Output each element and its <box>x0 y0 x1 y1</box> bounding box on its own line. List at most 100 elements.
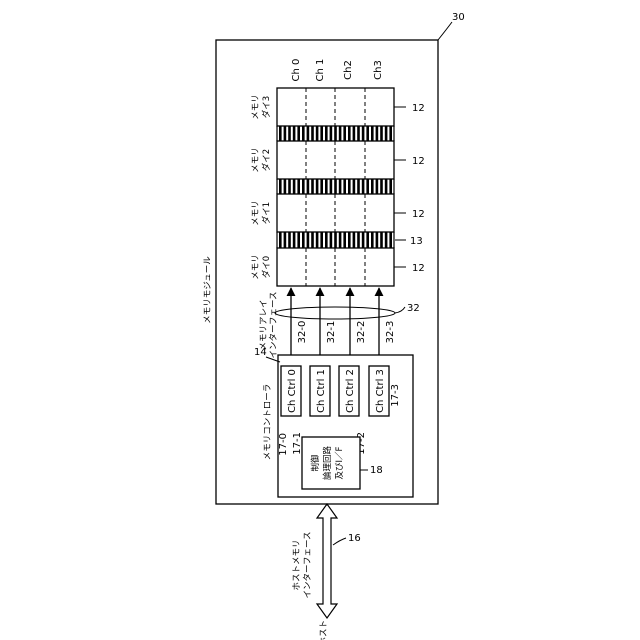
memory-die-label-line2: ダイ3 <box>261 96 272 118</box>
connector-pin <box>293 179 296 194</box>
memory-die-label-line1: メモリ <box>251 200 261 226</box>
module-ref-leader <box>438 22 452 40</box>
connector-pin <box>376 179 379 194</box>
connector-pin <box>389 179 392 194</box>
memory-die-ref: 12 <box>412 209 425 220</box>
connector-pin <box>311 126 314 141</box>
connector-pin <box>297 126 300 141</box>
channel-controller-ref: 17-3 <box>390 384 401 407</box>
connector-pin <box>389 232 392 248</box>
memory-controller-ref: 14 <box>254 347 267 358</box>
connector-pin <box>325 179 328 194</box>
connector-pin <box>339 126 342 141</box>
array-interface-label-line2: インターフェース <box>269 291 279 358</box>
connector-pin <box>307 179 310 194</box>
connector-pin <box>293 232 296 248</box>
connector-pin <box>307 232 310 248</box>
channel-controller-label: Ch Ctrl 3 <box>375 369 386 413</box>
connector-pin <box>297 232 300 248</box>
connector-pin <box>385 179 388 194</box>
connector-pin <box>330 232 333 248</box>
connector-pin <box>385 126 388 141</box>
memory-die-label-line2: ダイ1 <box>261 202 272 224</box>
control-logic-label-line1: 制御 <box>310 454 321 471</box>
connector-pin <box>362 179 365 194</box>
connector-pin <box>311 179 314 194</box>
memory-die-label-line2: ダイ2 <box>261 149 272 171</box>
channel-controller-label: Ch Ctrl 0 <box>287 369 298 413</box>
channel-controller-label: Ch Ctrl 2 <box>345 369 356 413</box>
connector-pin <box>288 232 291 248</box>
connector-pin <box>339 232 342 248</box>
connector-pin <box>288 126 291 141</box>
connector-pin <box>371 232 374 248</box>
channel-controller-label: Ch Ctrl 1 <box>316 369 327 413</box>
connector-pin <box>362 126 365 141</box>
connector-pin <box>320 126 323 141</box>
channel-header-0: Ch 0 <box>291 59 302 82</box>
connector-pin <box>380 179 383 194</box>
host-interface-label-line1: ホストメモリ <box>292 539 302 590</box>
connector-pin <box>376 126 379 141</box>
connector-pin <box>366 232 369 248</box>
connector-pin <box>325 232 328 248</box>
connector-pin <box>348 179 351 194</box>
memory-die-box <box>277 88 394 126</box>
connector-pin <box>307 126 310 141</box>
channel-controller-ref: 17-0 <box>278 433 289 456</box>
connector-layer <box>277 232 394 248</box>
memory-module-label: メモリモジュール <box>203 256 213 324</box>
connector-layer <box>277 126 394 141</box>
memory-die-box <box>277 194 394 232</box>
host-interface-arrow <box>317 504 337 618</box>
connector-pin <box>348 126 351 141</box>
connector-layer <box>277 179 394 194</box>
connector-pin <box>339 179 342 194</box>
memory-die-ref: 12 <box>412 103 425 114</box>
channel-header-1: Ch 1 <box>315 59 326 82</box>
connector-pin <box>284 126 287 141</box>
memory-die-label-line1: メモリ <box>251 254 261 280</box>
connector-pin <box>316 126 319 141</box>
connector-pin <box>297 179 300 194</box>
connector-pin <box>380 126 383 141</box>
connector-pin <box>330 126 333 141</box>
host-interface-ref: 16 <box>348 533 361 544</box>
control-logic-label-line3: 及びI／F <box>335 446 345 479</box>
module-ref: 30 <box>452 12 465 23</box>
memory-die-label-line1: メモリ <box>251 147 261 173</box>
connector-pin <box>371 126 374 141</box>
lane-ref: 32-3 <box>385 321 396 344</box>
connector-pin <box>320 232 323 248</box>
connector-pin <box>284 179 287 194</box>
connector-pin <box>320 179 323 194</box>
connector-pin <box>357 232 360 248</box>
connector-pin <box>353 126 356 141</box>
memory-die-label-line1: メモリ <box>251 94 261 120</box>
connector-pin <box>302 126 305 141</box>
connector-pin <box>302 179 305 194</box>
array-interface-label-line1: メモリアレイ <box>259 299 269 350</box>
lane-ref: 32-2 <box>356 321 367 344</box>
channel-header-2: Ch2 <box>343 60 354 80</box>
connector-pin <box>385 232 388 248</box>
connector-pin <box>334 179 337 194</box>
connector-pin <box>353 179 356 194</box>
connector-pin <box>357 179 360 194</box>
memory-die-box <box>277 141 394 179</box>
connector-pin <box>343 232 346 248</box>
connector-pin <box>316 232 319 248</box>
connector-pin <box>343 179 346 194</box>
connector-pin <box>311 232 314 248</box>
connector-pin <box>353 232 356 248</box>
connector-pin <box>389 126 392 141</box>
host-interface-label-line2: インターフェース <box>303 531 313 598</box>
memory-die-box <box>277 248 394 286</box>
connector-pin <box>348 232 351 248</box>
lane-ref: 32-1 <box>326 321 337 344</box>
host-label: ホスト <box>319 620 329 640</box>
connector-pin <box>334 126 337 141</box>
connector-pin <box>279 126 282 141</box>
array-interface-ref: 32 <box>407 303 420 314</box>
